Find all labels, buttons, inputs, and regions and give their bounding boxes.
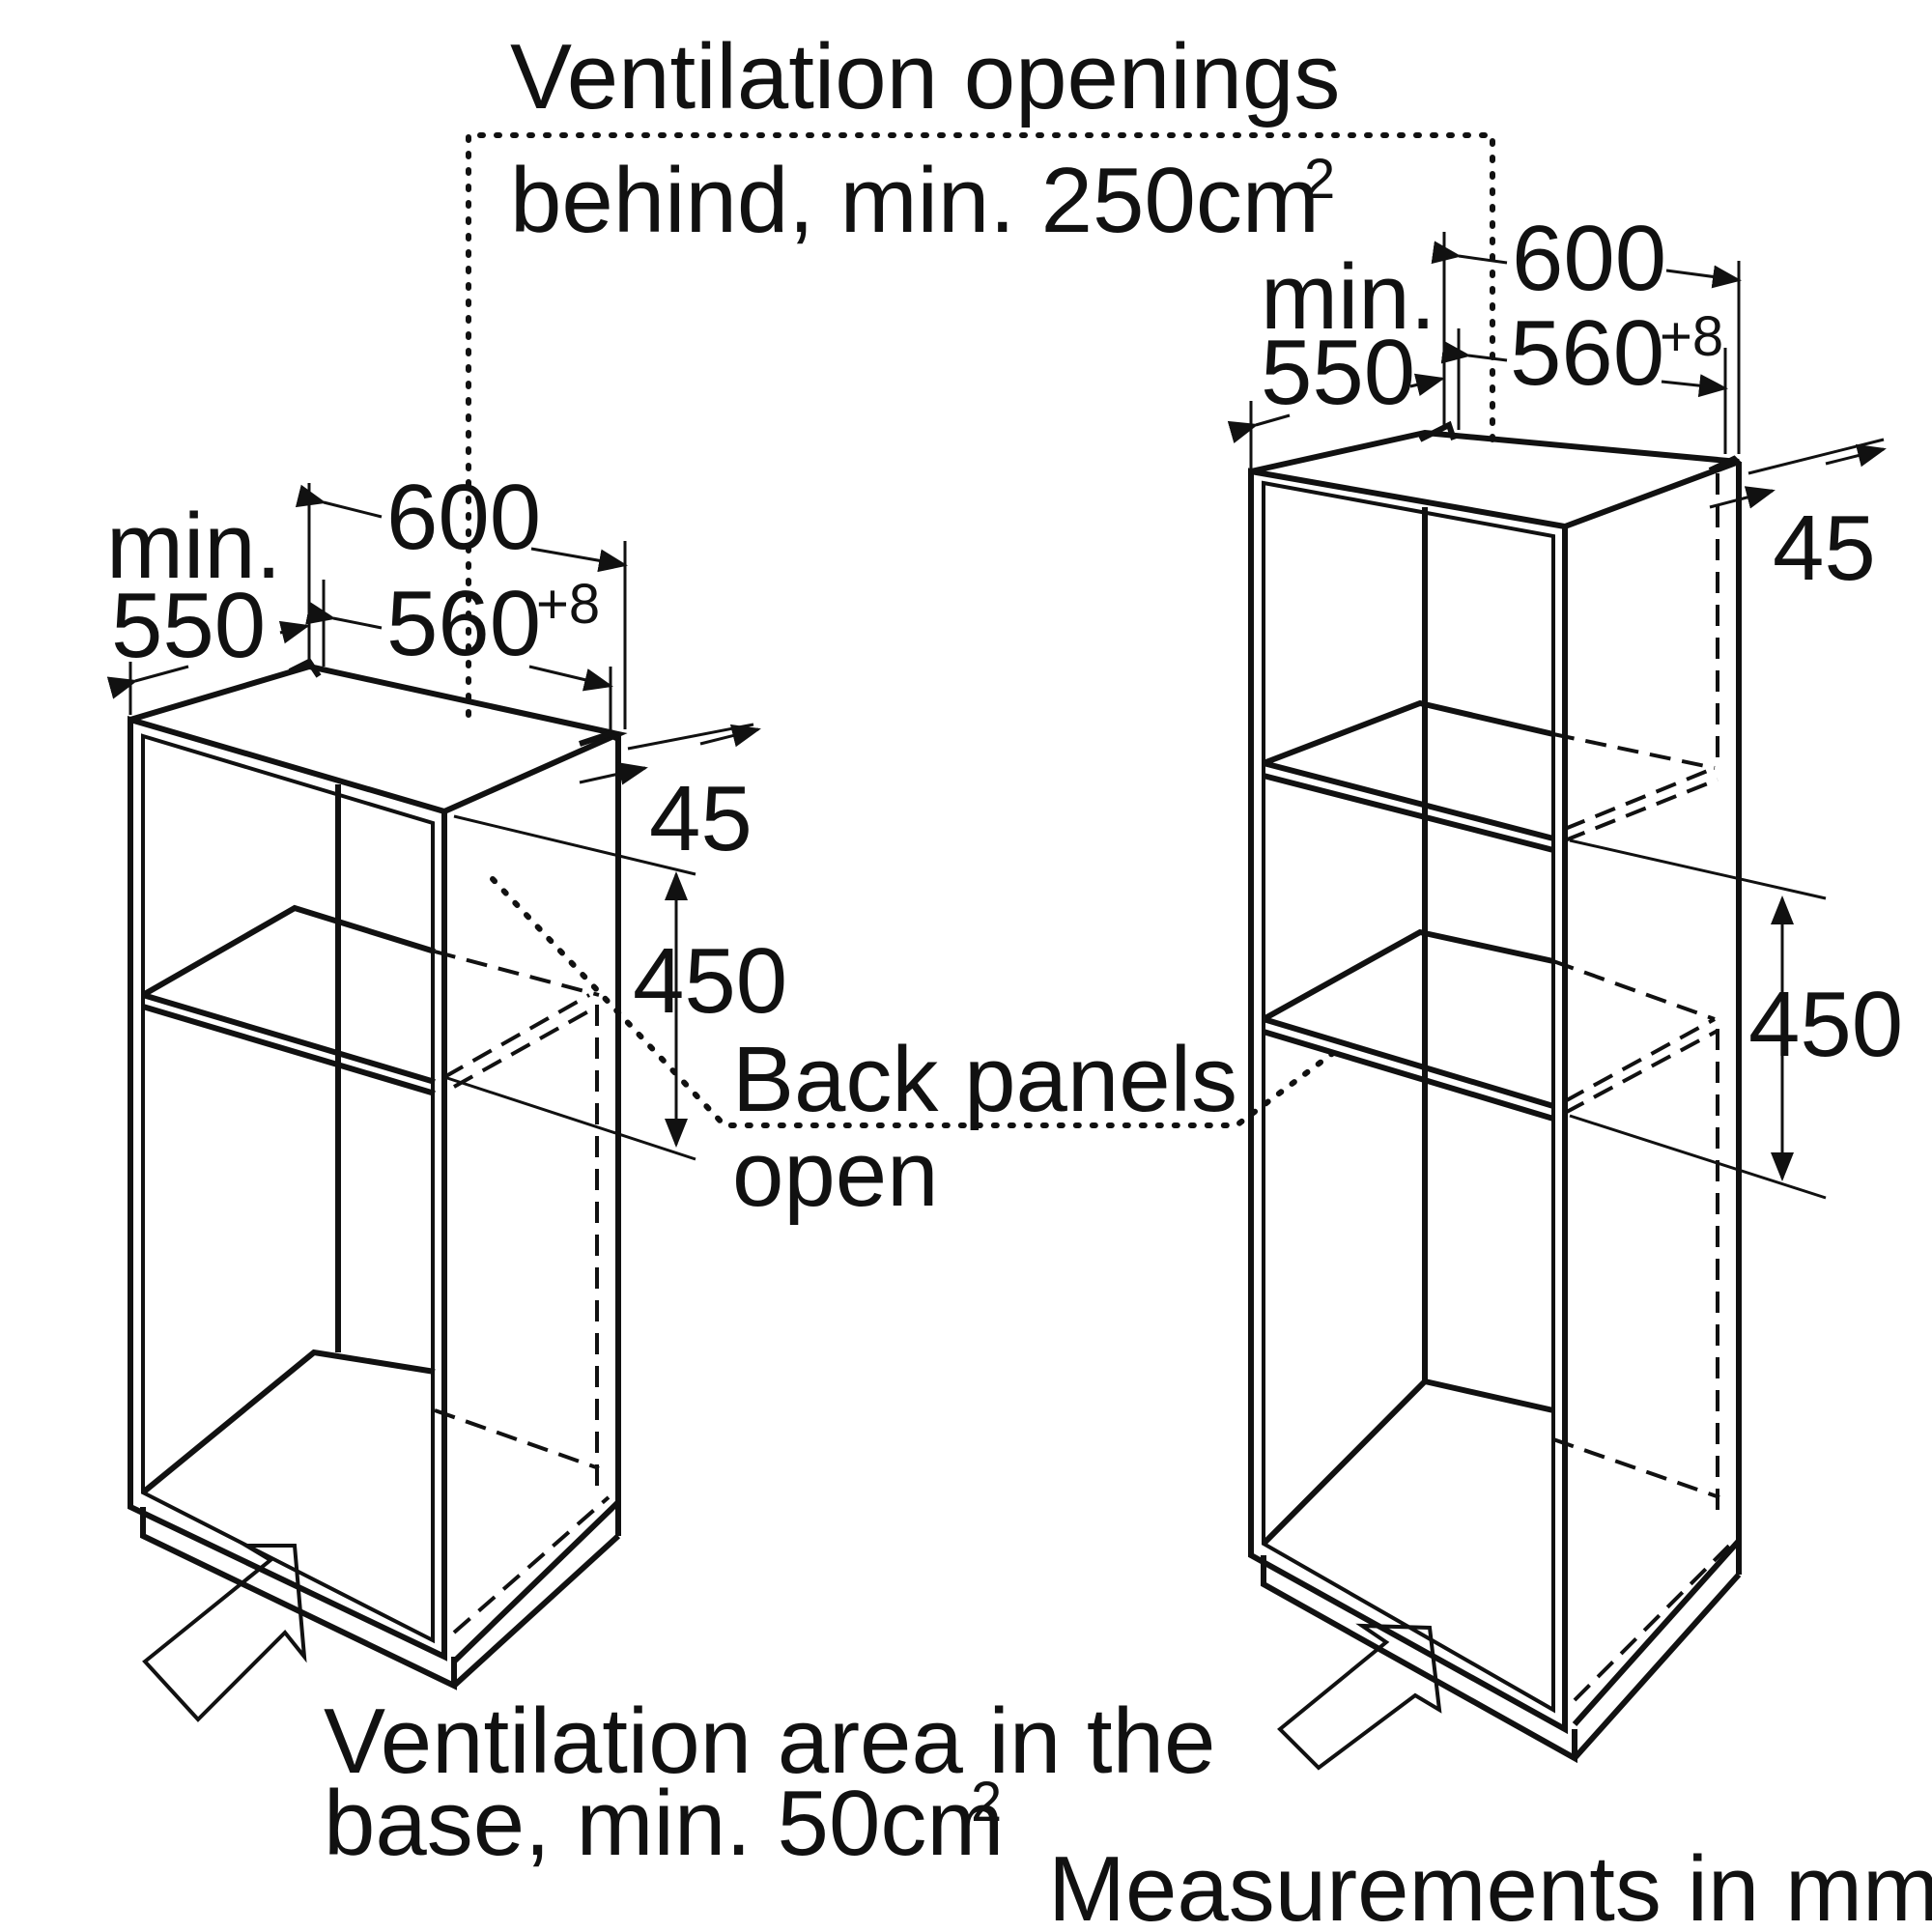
right-depth-label: 550 — [1261, 321, 1415, 424]
right-width-outer-label: 600 — [1512, 207, 1666, 310]
left-offset-label: 45 — [649, 767, 753, 870]
left-niche-height-label: 450 — [633, 929, 787, 1033]
vent-base-line2: base, min. 50cm — [324, 1772, 1004, 1875]
back-panels-line1: Back panels — [732, 1028, 1237, 1131]
left-cabinet: min. 550 600 560 +8 45 450 — [106, 466, 787, 1722]
vent-top-line1: Ventilation openings — [510, 25, 1340, 128]
left-min-label: min. — [106, 495, 281, 598]
left-width-outer-label: 600 — [386, 466, 541, 569]
right-width-inner-label: 560 — [1510, 301, 1664, 405]
right-offset-label: 45 — [1773, 497, 1876, 600]
back-panels-line2: open — [732, 1122, 939, 1226]
back-panels-path — [490, 876, 1336, 1128]
vent-base-line1: Ventilation area in the — [324, 1690, 1215, 1793]
left-width-inner-label: 560 — [386, 572, 541, 675]
left-width-tolerance-label: +8 — [536, 573, 600, 636]
vent-top-superscript: 2 — [1304, 148, 1335, 211]
right-min-label: min. — [1261, 245, 1435, 349]
right-cabinet: min. 550 600 560 +8 45 450 — [1227, 207, 1903, 1771]
right-width-tolerance-label: +8 — [1660, 305, 1723, 368]
ventilation-path-top — [466, 132, 1495, 718]
vent-base-superscript: 2 — [971, 1771, 1002, 1833]
left-depth-label: 550 — [111, 574, 266, 677]
right-niche-height-label: 450 — [1748, 973, 1903, 1076]
units-note: Measurements in mm — [1048, 1837, 1932, 1932]
vent-top-line2: behind, min. 250cm — [510, 149, 1320, 252]
